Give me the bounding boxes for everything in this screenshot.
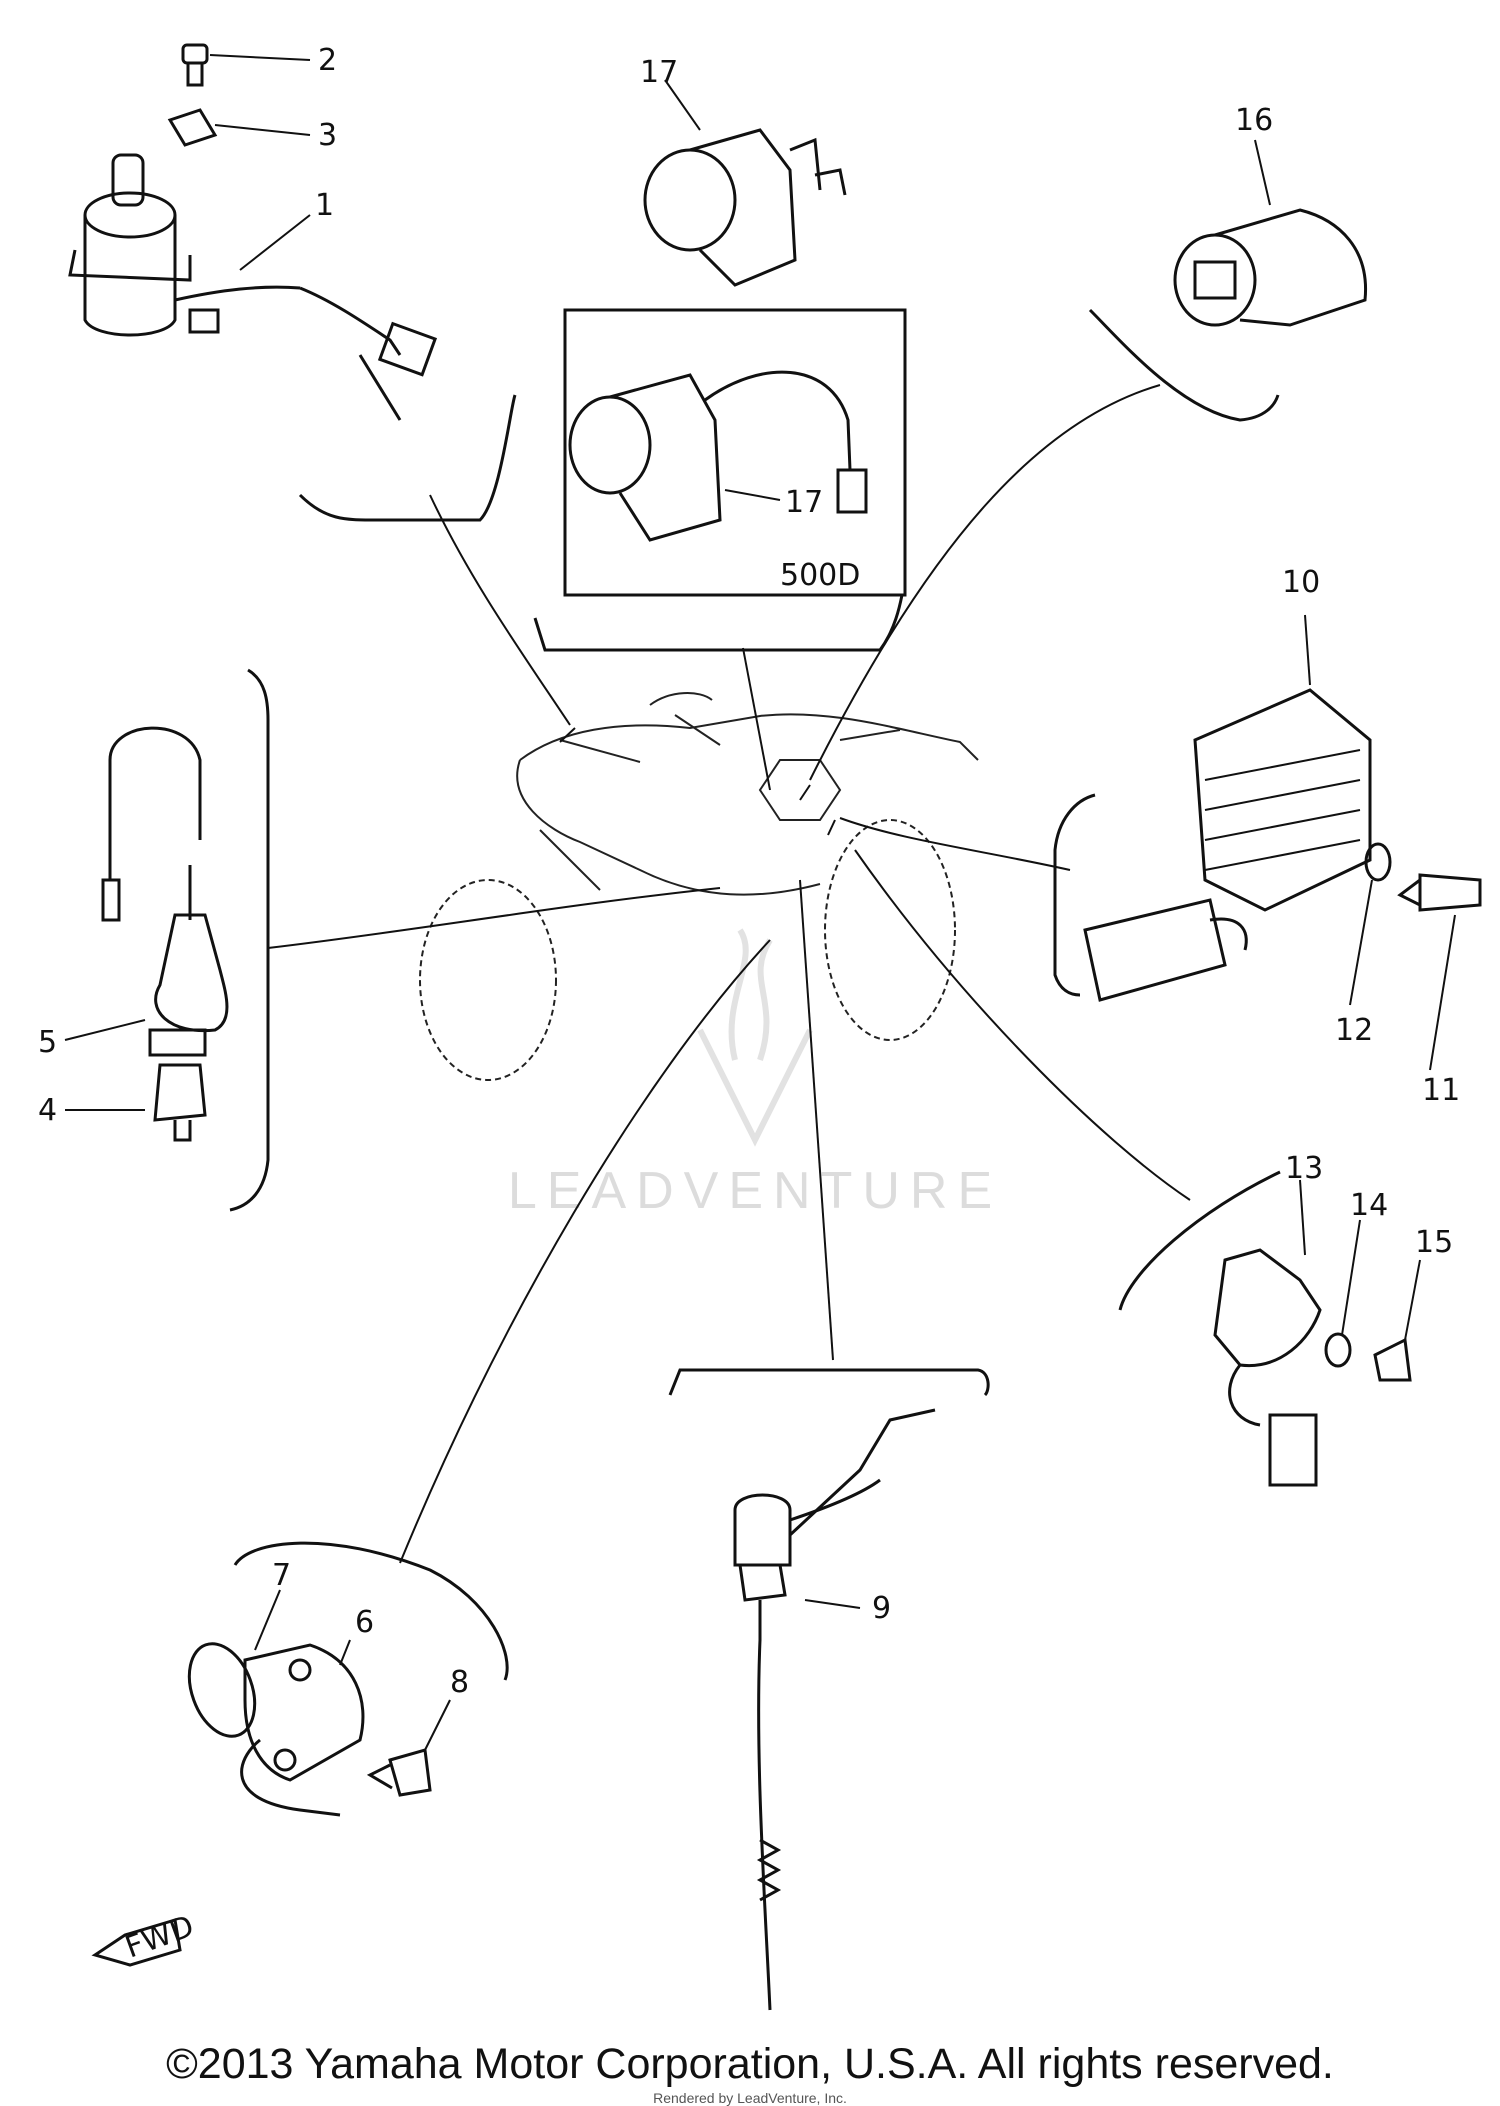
rendered-by-notice: Rendered by LeadVenture, Inc. (653, 2090, 847, 2106)
callout-16: 16 (1235, 103, 1273, 138)
leader-1 (239, 214, 311, 271)
callout-3: 3 (318, 118, 337, 153)
callout-17-inset: 17 (785, 485, 823, 520)
flasher-relay-16 (1173, 139, 1368, 327)
fwd-arrow-icon: FWD (91, 1909, 199, 1967)
relay-17-inset (568, 370, 868, 542)
callout-labels: 1 2 3 4 5 6 7 8 9 10 11 12 13 14 15 16 1… (38, 43, 1460, 1700)
variant-label: 500D (780, 558, 860, 593)
callout-4: 4 (38, 1093, 57, 1128)
washer-14 (1324, 1219, 1361, 1368)
sensor-plate-6 (240, 1639, 365, 1817)
callout-1: 1 (315, 188, 334, 223)
ignition-switch (68, 153, 438, 421)
leader-lines (267, 384, 1191, 1564)
oil-level-switch-9 (733, 1408, 936, 2011)
neutral-switch-4-5 (64, 726, 229, 1142)
callout-12: 12 (1335, 1013, 1373, 1048)
callout-15: 15 (1415, 1225, 1453, 1260)
watermark: LEADVENTURE (508, 928, 1002, 1220)
washer-12 (1349, 842, 1392, 1006)
watermark-text: LEADVENTURE (508, 1162, 1002, 1220)
bolt-15 (1373, 1259, 1421, 1382)
callout-7: 7 (272, 1558, 291, 1593)
bolt-11 (1397, 873, 1482, 1071)
screw-8 (366, 1699, 451, 1797)
watermark-logo-icon (697, 928, 813, 1147)
motorcycle-silhouette (419, 692, 979, 1081)
rectifier-10 (1083, 614, 1372, 1002)
screw-2 (181, 43, 311, 87)
copyright-notice: ©2013 Yamaha Motor Corporation, U.S.A. A… (166, 2040, 1334, 2088)
inset-500d-box (563, 308, 907, 597)
callout-13: 13 (1285, 1151, 1323, 1186)
nut-plate-3 (167, 108, 311, 147)
callout-8: 8 (450, 1665, 469, 1700)
callout-17-top: 17 (640, 55, 678, 90)
callout-5: 5 (38, 1025, 57, 1060)
relay-17-top (643, 79, 847, 287)
callout-2: 2 (318, 43, 337, 78)
callout-6: 6 (355, 1605, 374, 1640)
callout-11: 11 (1422, 1073, 1460, 1108)
callout-9: 9 (872, 1591, 891, 1626)
sensor-13 (1213, 1179, 1322, 1487)
o-ring-7 (187, 1589, 281, 1738)
callout-14: 14 (1350, 1188, 1388, 1223)
callout-10: 10 (1282, 565, 1320, 600)
